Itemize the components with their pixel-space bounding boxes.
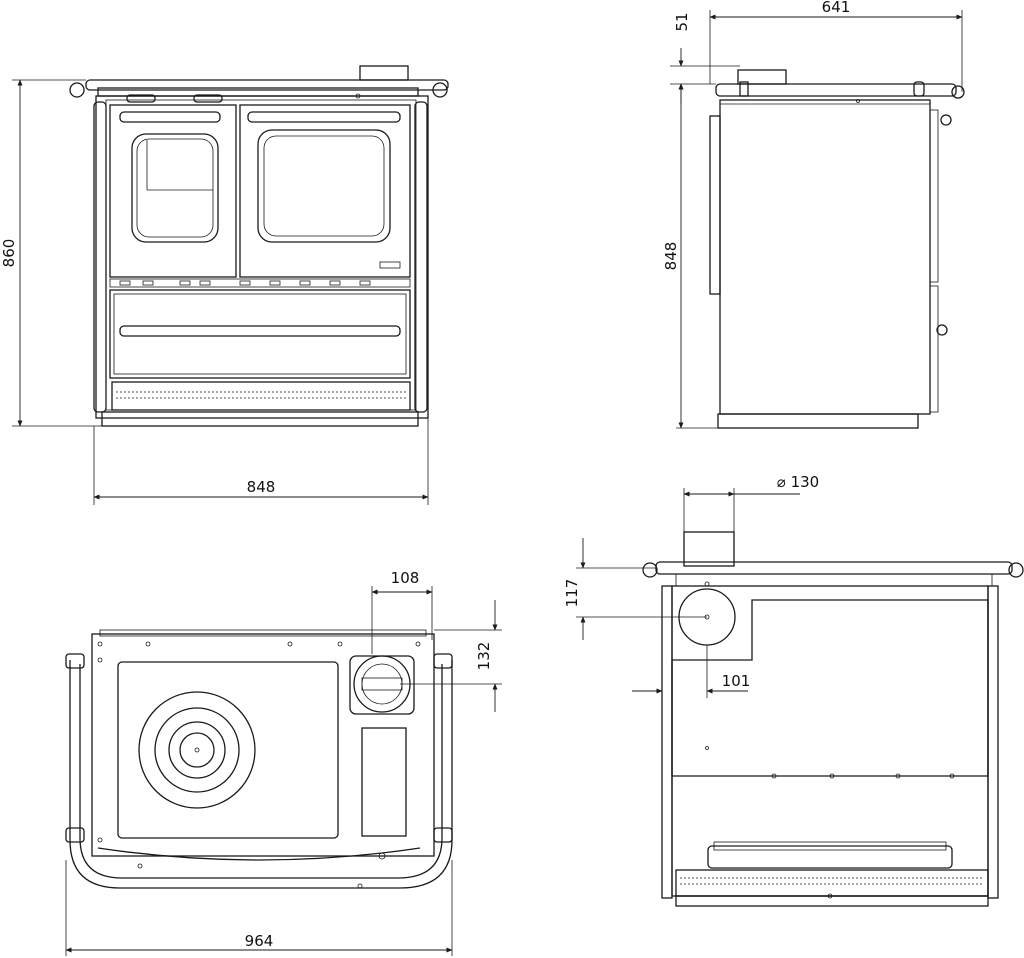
- side-top-offset-label: 51: [673, 12, 691, 31]
- top-width-label: 964: [245, 932, 274, 950]
- front-height-label: 860: [0, 239, 18, 268]
- side-dimensions: 641 51 848: [662, 0, 963, 429]
- rear-dimensions: ⌀ 130 117 101: [563, 473, 819, 698]
- top-dimensions: 108 132 964: [65, 569, 502, 956]
- top-flue-x-label: 108: [391, 569, 420, 587]
- top-view: [65, 629, 453, 889]
- flue-diameter-label: ⌀ 130: [777, 473, 819, 491]
- rear-view: [642, 531, 1024, 907]
- front-dimensions: 860 848: [0, 79, 429, 505]
- side-depth-label: 641: [822, 0, 851, 16]
- side-view: [709, 69, 965, 429]
- top-flue-y-label: 132: [475, 642, 493, 671]
- side-height-label: 848: [662, 242, 680, 271]
- rear-flue-offset-label: 101: [722, 672, 751, 690]
- front-width-label: 848: [247, 478, 276, 496]
- rear-flue-height-label: 117: [563, 579, 581, 608]
- front-view: [69, 65, 449, 427]
